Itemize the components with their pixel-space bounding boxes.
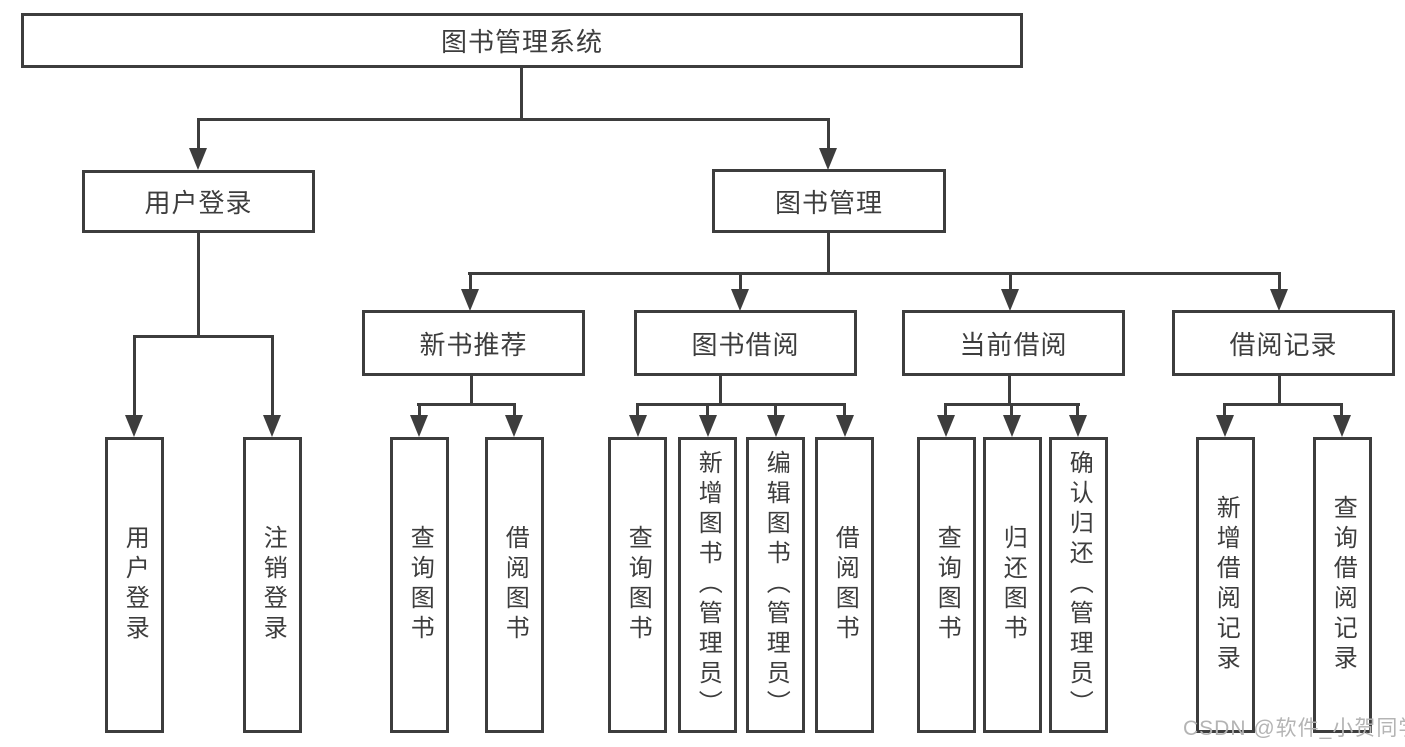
arrow-down-icon [1270, 289, 1288, 311]
connector-vline [470, 376, 473, 405]
connector-vline [944, 403, 947, 417]
connector-vline [843, 403, 846, 417]
connector-hline [636, 403, 846, 406]
arrow-down-icon [461, 289, 479, 311]
node-book-management: 图书管理 [712, 169, 946, 233]
arrow-down-icon [629, 415, 647, 437]
connector-vline [1076, 403, 1079, 417]
connector-vline [1008, 376, 1011, 405]
connector-vline [197, 233, 200, 338]
arrow-down-icon [189, 148, 207, 170]
leaf-query-books-recommend: 查询图书 [390, 437, 449, 733]
connector-vline [418, 403, 421, 417]
connector-vline [197, 118, 200, 152]
connector-vline [1340, 403, 1343, 417]
leaf-user-login: 用户登录 [105, 437, 164, 733]
arrow-down-icon [937, 415, 955, 437]
connector-vline [469, 272, 472, 293]
node-library-management-system: 图书管理系统 [21, 13, 1023, 68]
connector-vline [827, 118, 830, 152]
node-current-borrowing: 当前借阅 [902, 310, 1125, 376]
leaf-confirm-return-admin: 确认归还（管理员） [1049, 437, 1108, 733]
arrow-down-icon [125, 415, 143, 437]
connector-hline [417, 403, 516, 406]
connector-vline [133, 335, 136, 417]
connector-hline [1223, 403, 1343, 406]
arrow-down-icon [1069, 415, 1087, 437]
connector-vline [636, 403, 639, 417]
node-borrowing-records: 借阅记录 [1172, 310, 1395, 376]
arrow-down-icon [263, 415, 281, 437]
connector-vline [271, 335, 274, 417]
connector-vline [1010, 403, 1013, 417]
connector-vline [739, 272, 742, 293]
arrow-down-icon [836, 415, 854, 437]
arrow-down-icon [1001, 289, 1019, 311]
arrow-down-icon [1333, 415, 1351, 437]
leaf-add-books-admin: 新增图书（管理员） [678, 437, 737, 733]
connector-vline [706, 403, 709, 417]
connector-vline [1223, 403, 1226, 417]
arrow-down-icon [731, 289, 749, 311]
connector-hline [468, 272, 1280, 275]
leaf-logout: 注销登录 [243, 437, 302, 733]
connector-vline [827, 233, 830, 275]
arrow-down-icon [699, 415, 717, 437]
leaf-add-borrow-record: 新增借阅记录 [1196, 437, 1255, 733]
arrow-down-icon [1003, 415, 1021, 437]
connector-hline [133, 335, 274, 338]
arrow-down-icon [819, 148, 837, 170]
node-user-login: 用户登录 [82, 170, 315, 233]
leaf-borrow-books-borrowing: 借阅图书 [815, 437, 874, 733]
connector-hline [197, 118, 829, 121]
leaf-query-borrow-record: 查询借阅记录 [1313, 437, 1372, 733]
node-book-borrowing: 图书借阅 [634, 310, 857, 376]
leaf-borrow-books-recommend: 借阅图书 [485, 437, 544, 733]
connector-vline [1009, 272, 1012, 293]
connector-vline [1278, 376, 1281, 405]
leaf-query-books-borrowing: 查询图书 [608, 437, 667, 733]
connector-vline [520, 68, 523, 120]
arrow-down-icon [1216, 415, 1234, 437]
leaf-query-books-current: 查询图书 [917, 437, 976, 733]
watermark-text: CSDN @软件_小贺同学 [1183, 717, 1405, 740]
node-new-book-recommendation: 新书推荐 [362, 310, 585, 376]
arrow-down-icon [410, 415, 428, 437]
connector-vline [513, 403, 516, 417]
arrow-down-icon [505, 415, 523, 437]
leaf-return-books: 归还图书 [983, 437, 1042, 733]
connector-vline [774, 403, 777, 417]
connector-vline [719, 376, 722, 405]
leaf-edit-books-admin: 编辑图书（管理员） [746, 437, 805, 733]
arrow-down-icon [767, 415, 785, 437]
connector-vline [1278, 272, 1281, 293]
